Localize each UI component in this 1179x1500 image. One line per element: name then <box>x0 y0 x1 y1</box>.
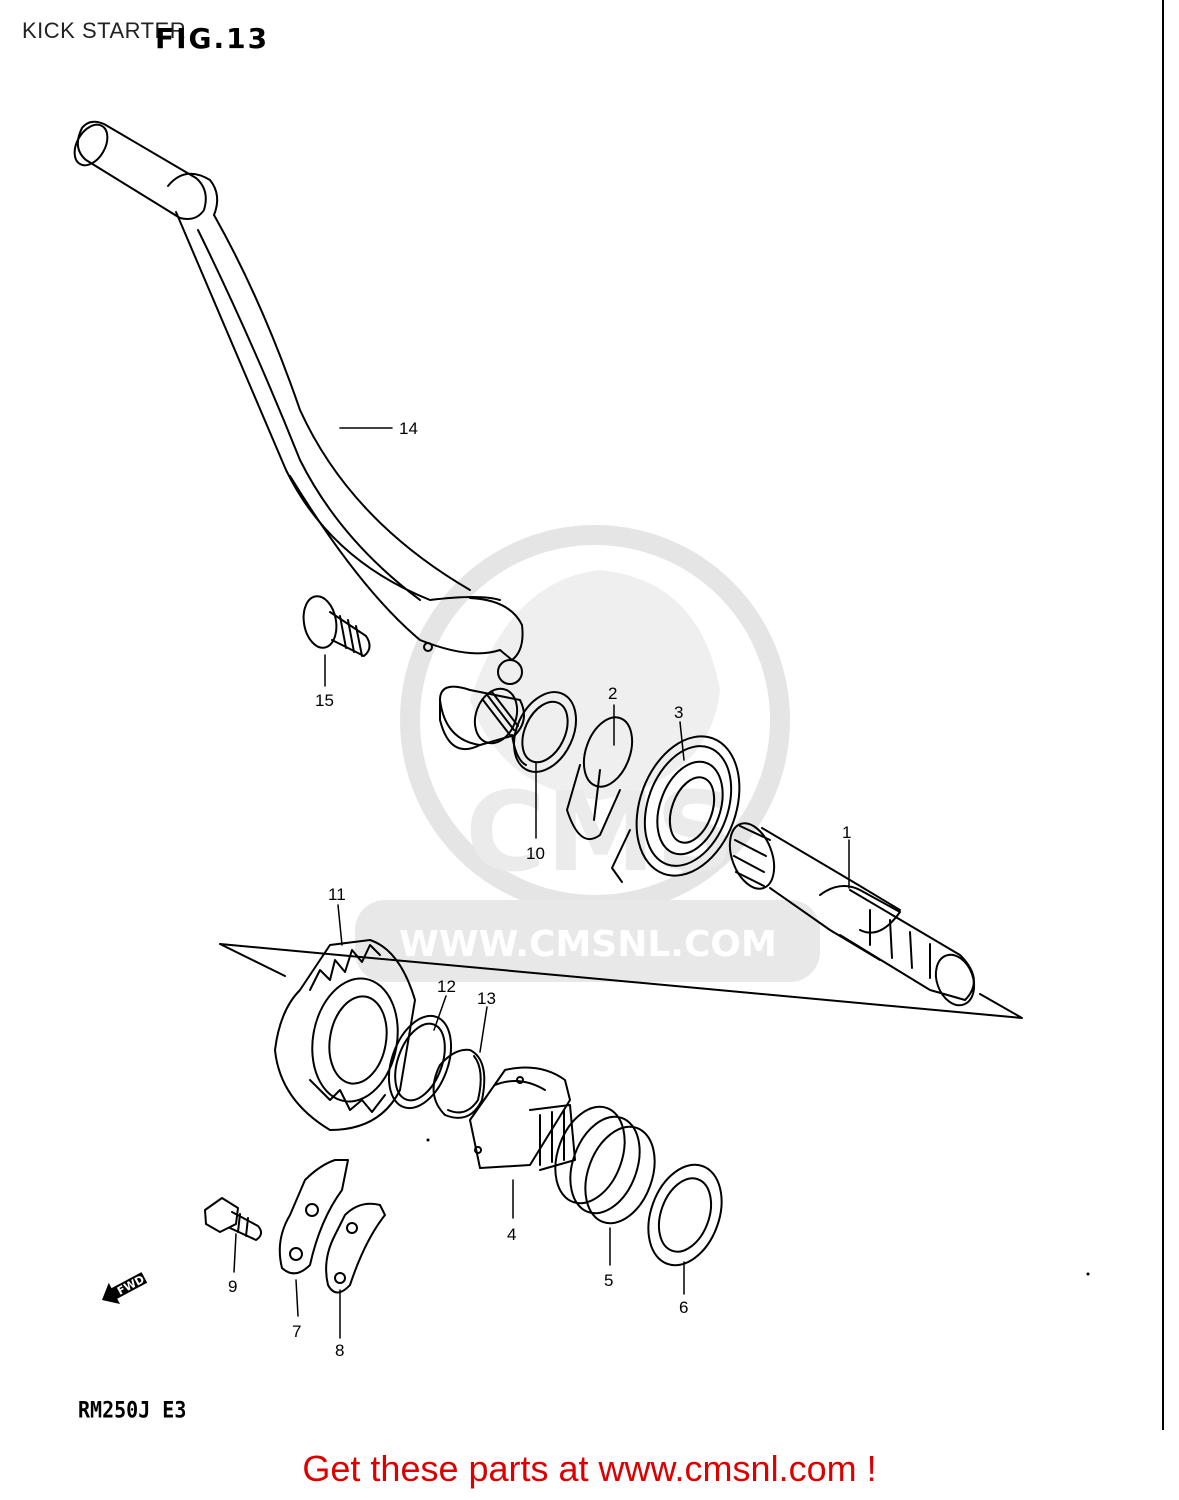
watermark-banner <box>355 900 820 982</box>
kick-lever-part <box>73 120 525 750</box>
coil-spring-part <box>554 1105 656 1225</box>
watermark-logo-text: CMS <box>465 768 734 896</box>
callout-13: 13 <box>477 989 496 1008</box>
assembly-axis-line <box>219 943 1023 1019</box>
callout-8: 8 <box>335 1341 344 1360</box>
callout-5: 5 <box>604 1271 613 1290</box>
callout-4: 4 <box>507 1225 516 1244</box>
washer-part <box>647 1163 723 1267</box>
figure-label: FIG.13 <box>155 22 270 55</box>
border-rule <box>1162 0 1164 1430</box>
kick-spring-part <box>611 735 741 883</box>
lock-washer-part <box>325 1202 386 1294</box>
lever-bolt-part <box>302 595 371 657</box>
kick-shaft-part <box>728 822 976 1007</box>
lock-plate-part <box>278 1159 349 1275</box>
callout-9: 9 <box>228 1277 237 1296</box>
callout-7: 7 <box>292 1322 301 1341</box>
callout-6: 6 <box>679 1298 688 1317</box>
cta-banner[interactable]: Get these parts at www.cmsnl.com ! <box>302 1448 877 1489</box>
callout-12: 12 <box>437 977 456 996</box>
callout-10: 10 <box>526 844 545 863</box>
watermark-logo-face <box>470 570 720 800</box>
hex-bolt-part <box>204 1197 262 1241</box>
page-title: KICK STARTER <box>22 18 187 43</box>
watermark-url: WWW.CMSNL.COM <box>399 924 777 965</box>
oil-seal-part <box>511 691 577 773</box>
callout-1: 1 <box>842 823 851 842</box>
callout-3: 3 <box>674 703 683 722</box>
forward-arrow-icon: FWD <box>102 1272 148 1305</box>
kick-gear-part <box>274 939 416 1131</box>
bushing-part <box>566 716 634 841</box>
callout-labels: 14 15 2 3 10 1 11 12 13 4 5 6 9 7 8 <box>228 419 851 1360</box>
callout-14: 14 <box>399 419 418 438</box>
circlip-part <box>387 1014 453 1110</box>
callout-11: 11 <box>328 885 346 904</box>
leader-lines <box>233 427 850 1339</box>
model-code: RM250J E3 <box>78 1396 187 1424</box>
forward-arrow-label: FWD <box>115 1273 147 1298</box>
kick-guide-part <box>469 1066 576 1171</box>
callout-15: 15 <box>315 691 334 710</box>
callout-2: 2 <box>608 684 617 703</box>
small-circlip-part <box>432 1048 486 1119</box>
watermark: CMS WWW.CMSNL.COM <box>355 525 820 982</box>
